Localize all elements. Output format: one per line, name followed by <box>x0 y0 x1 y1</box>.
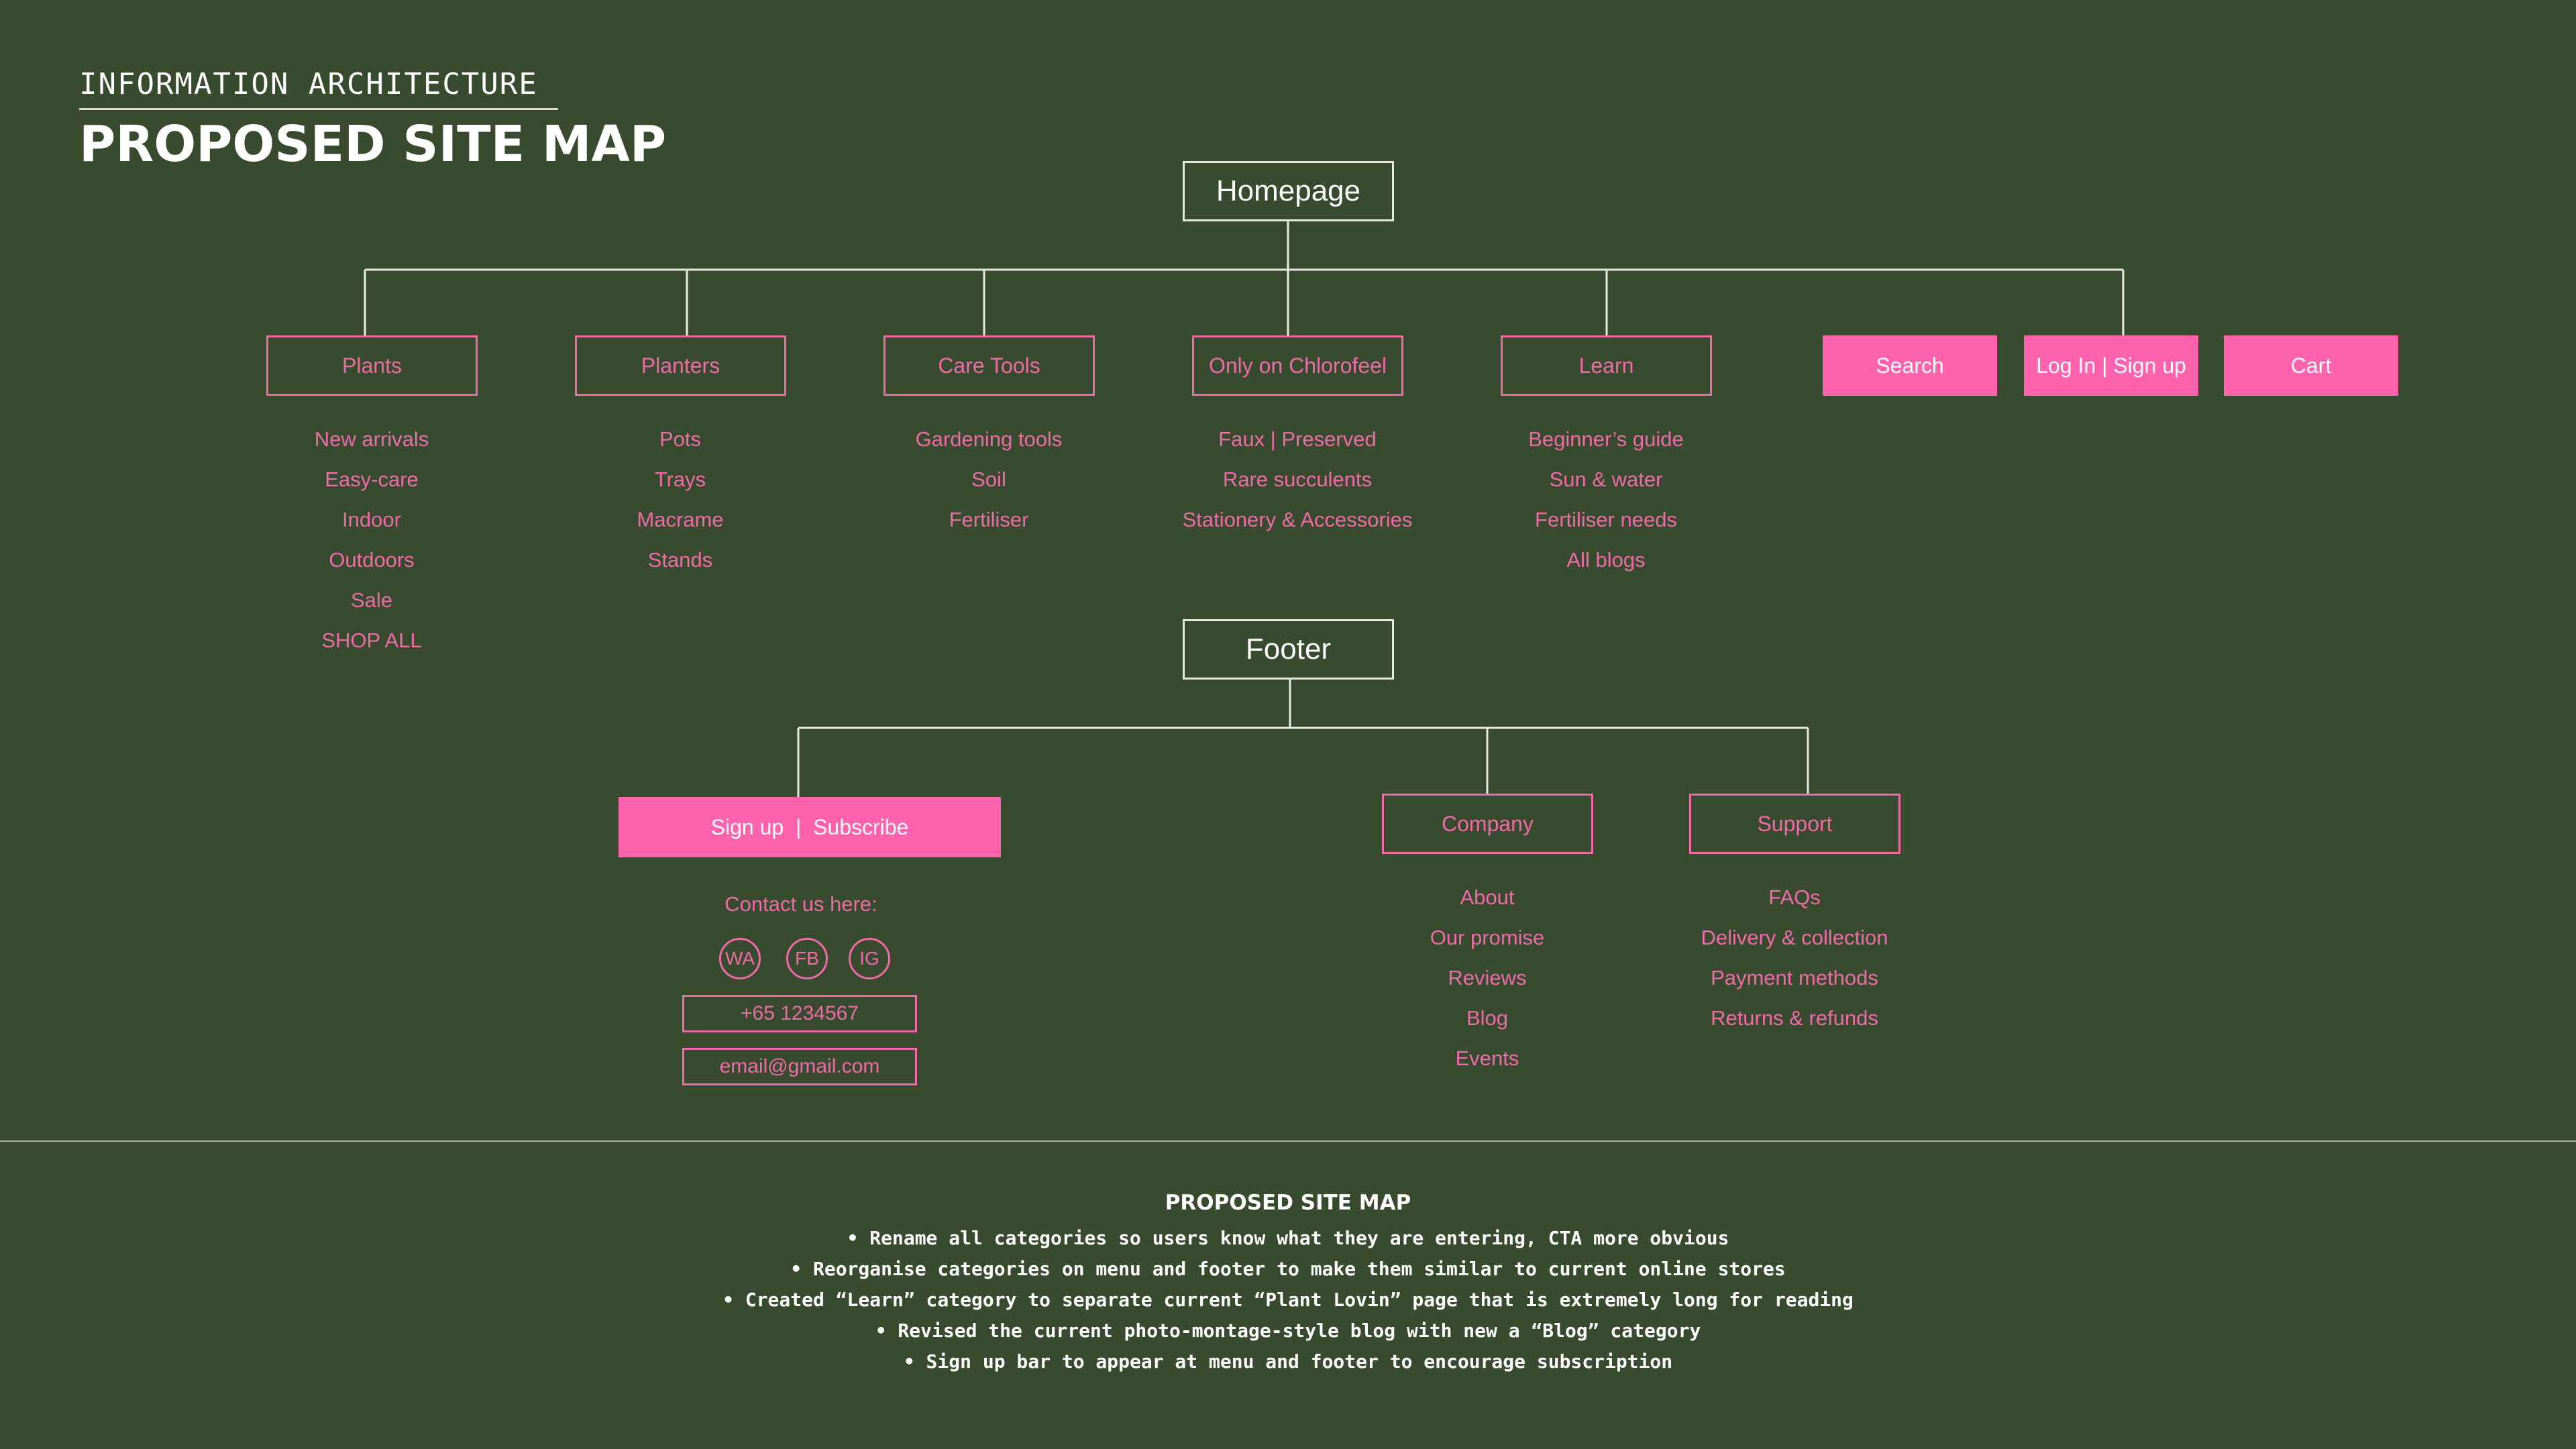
category-plants: Plants <box>266 335 478 396</box>
care-tools-list: Gardening tools Soil Fertiliser <box>861 419 1116 540</box>
list-item: Payment methods <box>1711 966 1878 989</box>
learn-list: Beginner’s guide Sun & water Fertiliser … <box>1485 419 1727 580</box>
list-item: Sale <box>350 588 393 612</box>
note-item: • Sign up bar to appear at menu and foot… <box>903 1350 1673 1373</box>
list-item: Returns & refunds <box>1711 1006 1878 1030</box>
list-item: About <box>1460 885 1515 909</box>
list-item: Faux | Preserved <box>1218 427 1377 451</box>
list-item: Events <box>1455 1046 1519 1070</box>
list-item: Outdoors <box>329 548 415 572</box>
signup-subscribe-button[interactable]: Sign up | Subscribe <box>619 797 1001 857</box>
section-divider <box>0 1140 2576 1142</box>
list-item: Fertiliser <box>949 508 1029 531</box>
phone-field[interactable]: +65 1234567 <box>682 995 917 1032</box>
list-item: New arrivals <box>314 427 429 451</box>
category-care-tools: Care Tools <box>883 335 1095 396</box>
list-item: Stationery & Accessories <box>1182 508 1413 531</box>
list-item: Reviews <box>1448 966 1527 989</box>
company-list: About Our promise Reviews Blog Events <box>1373 877 1601 1079</box>
list-item: FAQs <box>1768 885 1821 909</box>
list-item: Fertiliser needs <box>1535 508 1677 531</box>
list-item: Our promise <box>1430 926 1545 949</box>
list-item: Rare succulents <box>1222 468 1373 491</box>
list-item: SHOP ALL <box>321 629 422 652</box>
category-only-on-chlorofeel: Only on Chlorofeel <box>1192 335 1403 396</box>
notes-title: PROPOSED SITE MAP <box>1165 1191 1411 1215</box>
facebook-icon[interactable]: FB <box>786 938 828 979</box>
list-item: Trays <box>654 468 706 491</box>
list-item: Blog <box>1466 1006 1509 1030</box>
note-item: • Reorganise categories on menu and foot… <box>790 1258 1786 1280</box>
list-item: All blogs <box>1566 548 1646 572</box>
homepage-node: Homepage <box>1183 161 1394 221</box>
list-item: Pots <box>659 427 702 451</box>
note-item: • Rename all categories so users know wh… <box>847 1227 1729 1249</box>
login-signup-button[interactable]: Log In | Sign up <box>2024 335 2198 396</box>
list-item: Delivery & collection <box>1701 926 1888 949</box>
list-item: Stands <box>647 548 713 572</box>
list-item: Sun & water <box>1549 468 1663 491</box>
instagram-icon[interactable]: IG <box>849 938 890 979</box>
list-item: Indoor <box>342 508 401 531</box>
contact-label: Contact us here: <box>724 892 877 916</box>
only-on-chlorofeel-list: Faux | Preserved Rare succulents Station… <box>1146 419 1448 540</box>
category-learn: Learn <box>1501 335 1712 396</box>
list-item: Macrame <box>637 508 724 531</box>
support-list: FAQs Delivery & collection Payment metho… <box>1660 877 1929 1038</box>
page-title: PROPOSED SITE MAP <box>79 115 667 173</box>
note-item: • Created “Learn” category to separate c… <box>722 1289 1854 1311</box>
note-item: • Revised the current photo-montage-styl… <box>875 1320 1701 1342</box>
planters-list: Pots Trays Macrame Stands <box>566 419 794 580</box>
section-eyebrow: INFORMATION ARCHITECTURE <box>79 67 558 110</box>
category-company: Company <box>1382 794 1593 854</box>
list-item: Gardening tools <box>915 427 1063 451</box>
list-item: Soil <box>971 468 1006 491</box>
list-item: Beginner’s guide <box>1528 427 1684 451</box>
cart-button[interactable]: Cart <box>2224 335 2398 396</box>
email-field[interactable]: email@gmail.com <box>682 1048 917 1085</box>
footer-node: Footer <box>1183 619 1394 680</box>
category-support: Support <box>1689 794 1900 854</box>
category-planters: Planters <box>575 335 786 396</box>
plants-list: New arrivals Easy-care Indoor Outdoors S… <box>258 419 486 661</box>
search-button[interactable]: Search <box>1823 335 1997 396</box>
list-item: Easy-care <box>325 468 419 491</box>
whatsapp-icon[interactable]: WA <box>719 938 761 979</box>
notes-list: • Rename all categories so users know wh… <box>0 1223 2576 1377</box>
